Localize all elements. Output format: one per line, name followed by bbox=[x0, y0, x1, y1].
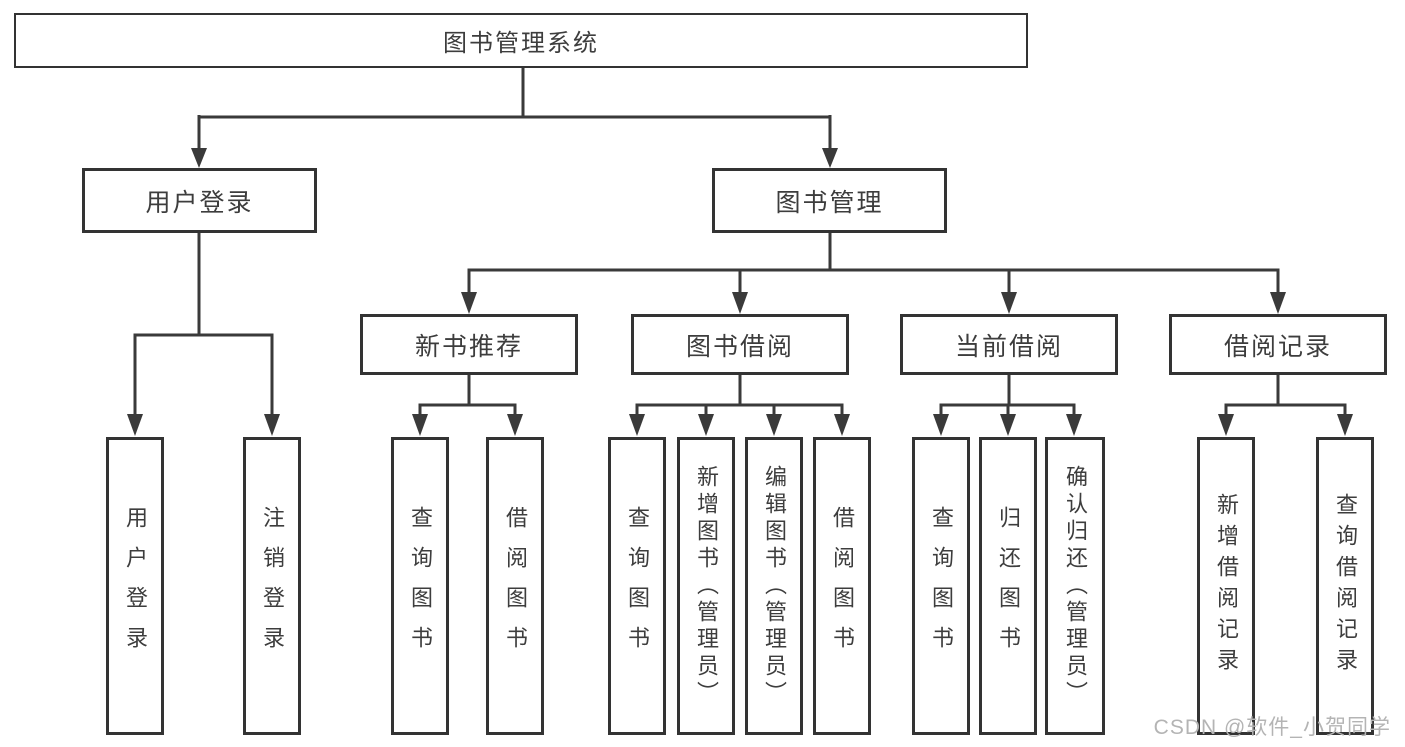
leaf-borrow-books-2-label: 借阅图书 bbox=[830, 506, 855, 666]
node-root-label: 图书管理系统 bbox=[443, 30, 599, 57]
leaf-add-book-admin: 新增图书（管理员） bbox=[677, 437, 735, 735]
leaf-query-books-2: 查询图书 bbox=[608, 437, 666, 735]
node-new-book-rec-label: 新书推荐 bbox=[414, 332, 523, 361]
node-root: 图书管理系统 bbox=[14, 13, 1028, 68]
watermark: CSDN @软件_小贺同学 bbox=[1153, 716, 1391, 739]
leaf-logout-label: 注销登录 bbox=[260, 506, 285, 666]
node-borrow-records: 借阅记录 bbox=[1169, 314, 1387, 375]
leaf-add-borrow-record-label: 新增借阅记录 bbox=[1214, 493, 1239, 679]
leaf-query-books-3-label: 查询图书 bbox=[929, 506, 954, 666]
node-current-borrow-label: 当前借阅 bbox=[954, 332, 1063, 361]
leaf-logout: 注销登录 bbox=[243, 437, 301, 735]
leaf-user-login-label: 用户登录 bbox=[123, 506, 148, 666]
leaf-query-books-1-label: 查询图书 bbox=[408, 506, 433, 666]
leaf-confirm-return-admin-label: 确认归还（管理员） bbox=[1063, 464, 1088, 708]
leaf-query-books-3: 查询图书 bbox=[912, 437, 970, 735]
node-current-borrow: 当前借阅 bbox=[900, 314, 1118, 375]
leaf-borrow-books-2: 借阅图书 bbox=[813, 437, 871, 735]
node-borrow-records-label: 借阅记录 bbox=[1223, 332, 1332, 361]
leaf-add-borrow-record: 新增借阅记录 bbox=[1197, 437, 1255, 735]
leaf-borrow-books-1-label: 借阅图书 bbox=[503, 506, 528, 666]
leaf-return-book: 归还图书 bbox=[979, 437, 1037, 735]
leaf-add-book-admin-label: 新增图书（管理员） bbox=[694, 464, 719, 708]
leaf-edit-book-admin: 编辑图书（管理员） bbox=[745, 437, 803, 735]
node-book-mgmt: 图书管理 bbox=[712, 168, 947, 233]
node-book-mgmt-label: 图书管理 bbox=[775, 188, 884, 217]
leaf-borrow-books-1: 借阅图书 bbox=[486, 437, 544, 735]
node-book-borrow: 图书借阅 bbox=[631, 314, 849, 375]
leaf-user-login: 用户登录 bbox=[106, 437, 164, 735]
node-book-borrow-label: 图书借阅 bbox=[685, 332, 794, 361]
leaf-query-books-2-label: 查询图书 bbox=[625, 506, 650, 666]
leaf-edit-book-admin-label: 编辑图书（管理员） bbox=[762, 464, 787, 708]
node-new-book-rec: 新书推荐 bbox=[360, 314, 578, 375]
leaf-query-borrow-record: 查询借阅记录 bbox=[1316, 437, 1374, 735]
leaf-query-borrow-record-label: 查询借阅记录 bbox=[1333, 493, 1358, 679]
leaf-confirm-return-admin: 确认归还（管理员） bbox=[1045, 437, 1105, 735]
node-user-login: 用户登录 bbox=[82, 168, 317, 233]
leaf-query-books-1: 查询图书 bbox=[391, 437, 449, 735]
leaf-return-book-label: 归还图书 bbox=[996, 506, 1021, 666]
node-user-login-label: 用户登录 bbox=[145, 188, 254, 217]
